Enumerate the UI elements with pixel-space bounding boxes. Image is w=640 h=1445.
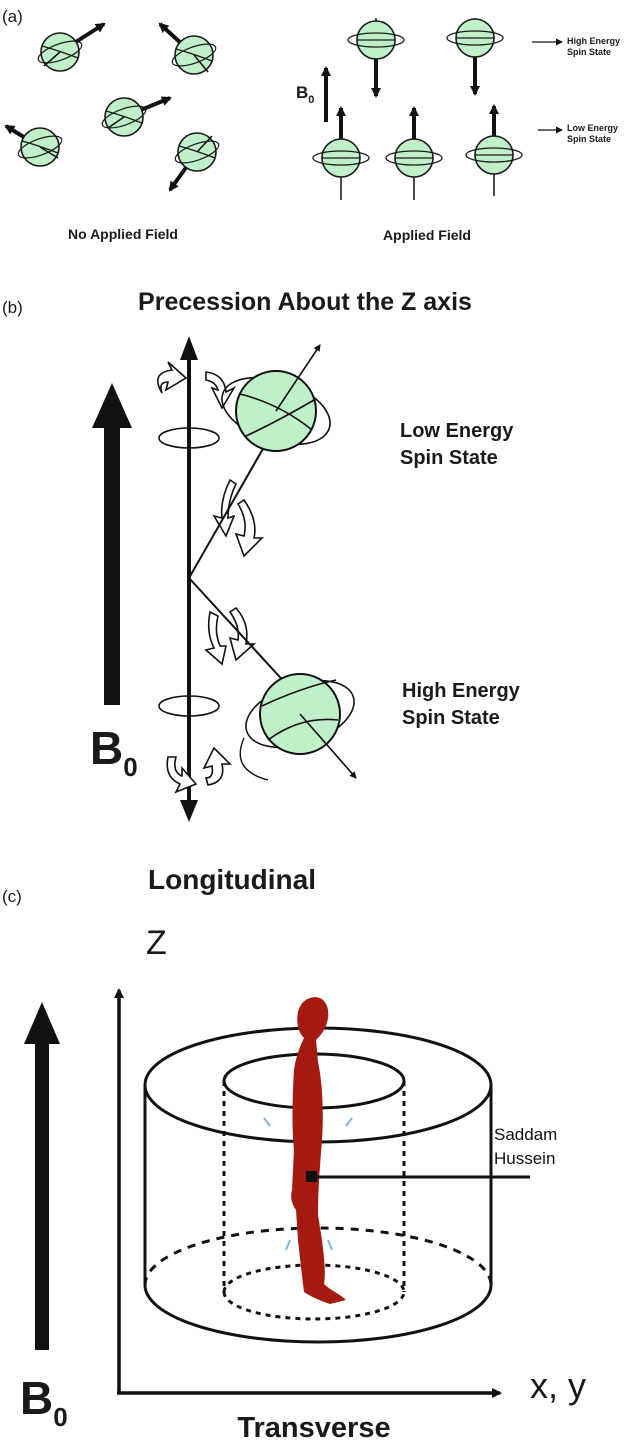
precession-title: Precession About the Z axis <box>138 288 472 316</box>
panel-a: (a) <box>2 7 620 243</box>
high-energy-label-line2: Spin State <box>402 707 500 729</box>
annotation-marker <box>306 1171 317 1182</box>
field-arrow-small: B0 <box>296 66 331 122</box>
spin-arm-upper <box>188 425 277 579</box>
human-silhouette <box>291 997 346 1304</box>
precessing-spin-high-energy <box>239 673 357 781</box>
coordinate-axes <box>114 988 502 1398</box>
precession-ring-lower <box>158 695 220 717</box>
random-spins <box>4 22 223 192</box>
b0-large-label: B0 <box>90 722 138 782</box>
rotation-arrows <box>156 361 264 794</box>
annotation-label-line2: Hussein <box>494 1149 555 1168</box>
spin-random-1 <box>34 22 106 72</box>
field-arrow-large: B0 <box>90 383 138 782</box>
z-axis-label: Z <box>146 924 167 962</box>
longitudinal-title: Longitudinal <box>148 864 316 895</box>
annotation-label-line1: Saddam <box>494 1125 557 1144</box>
precession-ring-upper <box>158 427 220 449</box>
panel-c: (c) Longitudinal Z B0 x, y Transverse <box>2 864 586 1444</box>
field-arrow-c: B0 <box>20 1002 68 1432</box>
low-energy-label-line1: Low Energy <box>400 420 514 442</box>
low-energy-label-line2: Spin State <box>400 447 498 469</box>
transverse-label: Transverse <box>237 1412 390 1444</box>
spin-random-4 <box>4 124 66 167</box>
spin-low-1 <box>312 106 370 200</box>
spin-low-3 <box>465 104 523 196</box>
panel-b: (b) Precession About the Z axis B0 <box>2 288 521 822</box>
b0-small-label: B0 <box>296 83 314 106</box>
panel-a-letter: (a) <box>2 7 23 26</box>
low-label-a-1: Low Energy <box>567 123 618 133</box>
precessing-spin-low-energy <box>221 344 331 452</box>
b0-c-label: B0 <box>20 1372 68 1432</box>
high-energy-spins: High Energy Spin State <box>347 18 620 98</box>
panel-c-letter: (c) <box>2 887 22 906</box>
applied-field-caption: Applied Field <box>383 227 471 243</box>
high-energy-label-line1: High Energy <box>402 680 521 702</box>
low-energy-spins: Low Energy Spin State <box>312 104 618 200</box>
spin-random-3 <box>98 96 172 137</box>
spin-random-2 <box>158 22 220 75</box>
spin-high-2 <box>446 18 504 96</box>
spin-low-2 <box>385 106 443 200</box>
no-field-caption: No Applied Field <box>68 226 178 242</box>
low-label-a-2: Spin State <box>567 134 611 144</box>
xy-axis-label: x, y <box>530 1365 586 1406</box>
spin-random-5 <box>168 132 223 192</box>
spin-high-1 <box>347 18 405 98</box>
panel-b-letter: (b) <box>2 298 23 317</box>
high-label-a-2: Spin State <box>567 47 611 57</box>
high-label-a-1: High Energy <box>567 36 620 46</box>
